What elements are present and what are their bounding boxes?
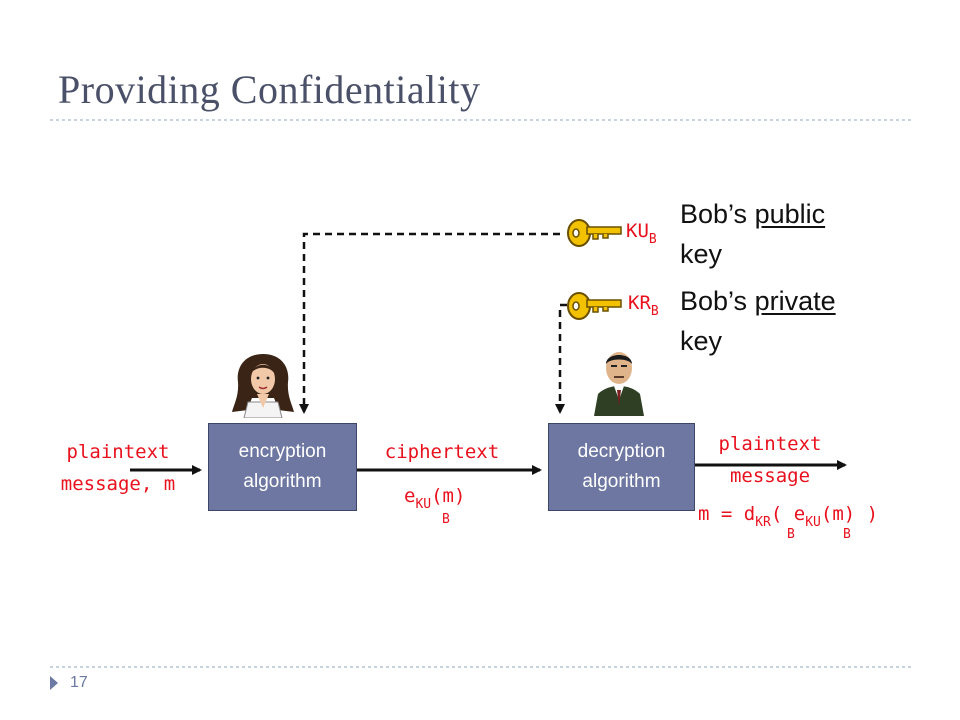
private-key-description: Bob’s private key xyxy=(680,286,836,356)
public-key-label: KUB xyxy=(626,220,657,247)
ciphertext-expression-subscript: B xyxy=(442,512,450,527)
private-key-dashed-path xyxy=(555,303,567,414)
alice-person-icon xyxy=(232,354,294,418)
page-title: Providing Confidentiality xyxy=(58,67,481,112)
decryption-expression-subscript-ku: B xyxy=(843,527,851,542)
decryption-expression-subscript-kr: B xyxy=(787,527,795,542)
public-key-dashed-path xyxy=(299,232,560,414)
plaintext-input-label: plaintext message, m xyxy=(60,441,176,495)
ciphertext-expression: eKU(m) xyxy=(404,485,466,512)
public-key-description: Bob’s public key xyxy=(680,199,826,269)
encryption-algorithm-box: encryption algorithm xyxy=(208,423,357,511)
key-icon xyxy=(567,219,622,247)
decryption-expression: m = dKR( eKU(m) ) xyxy=(698,503,879,530)
plaintext-output-label: plaintext message xyxy=(718,433,822,487)
private-key-label: KRB xyxy=(628,292,659,319)
bob-person-icon xyxy=(594,352,644,416)
footer-arrow-icon xyxy=(50,676,58,690)
ciphertext-label: ciphertext xyxy=(384,441,500,463)
key-icon xyxy=(567,292,622,320)
decryption-algorithm-box: decryption algorithm xyxy=(548,423,695,511)
page-number: 17 xyxy=(70,674,88,691)
